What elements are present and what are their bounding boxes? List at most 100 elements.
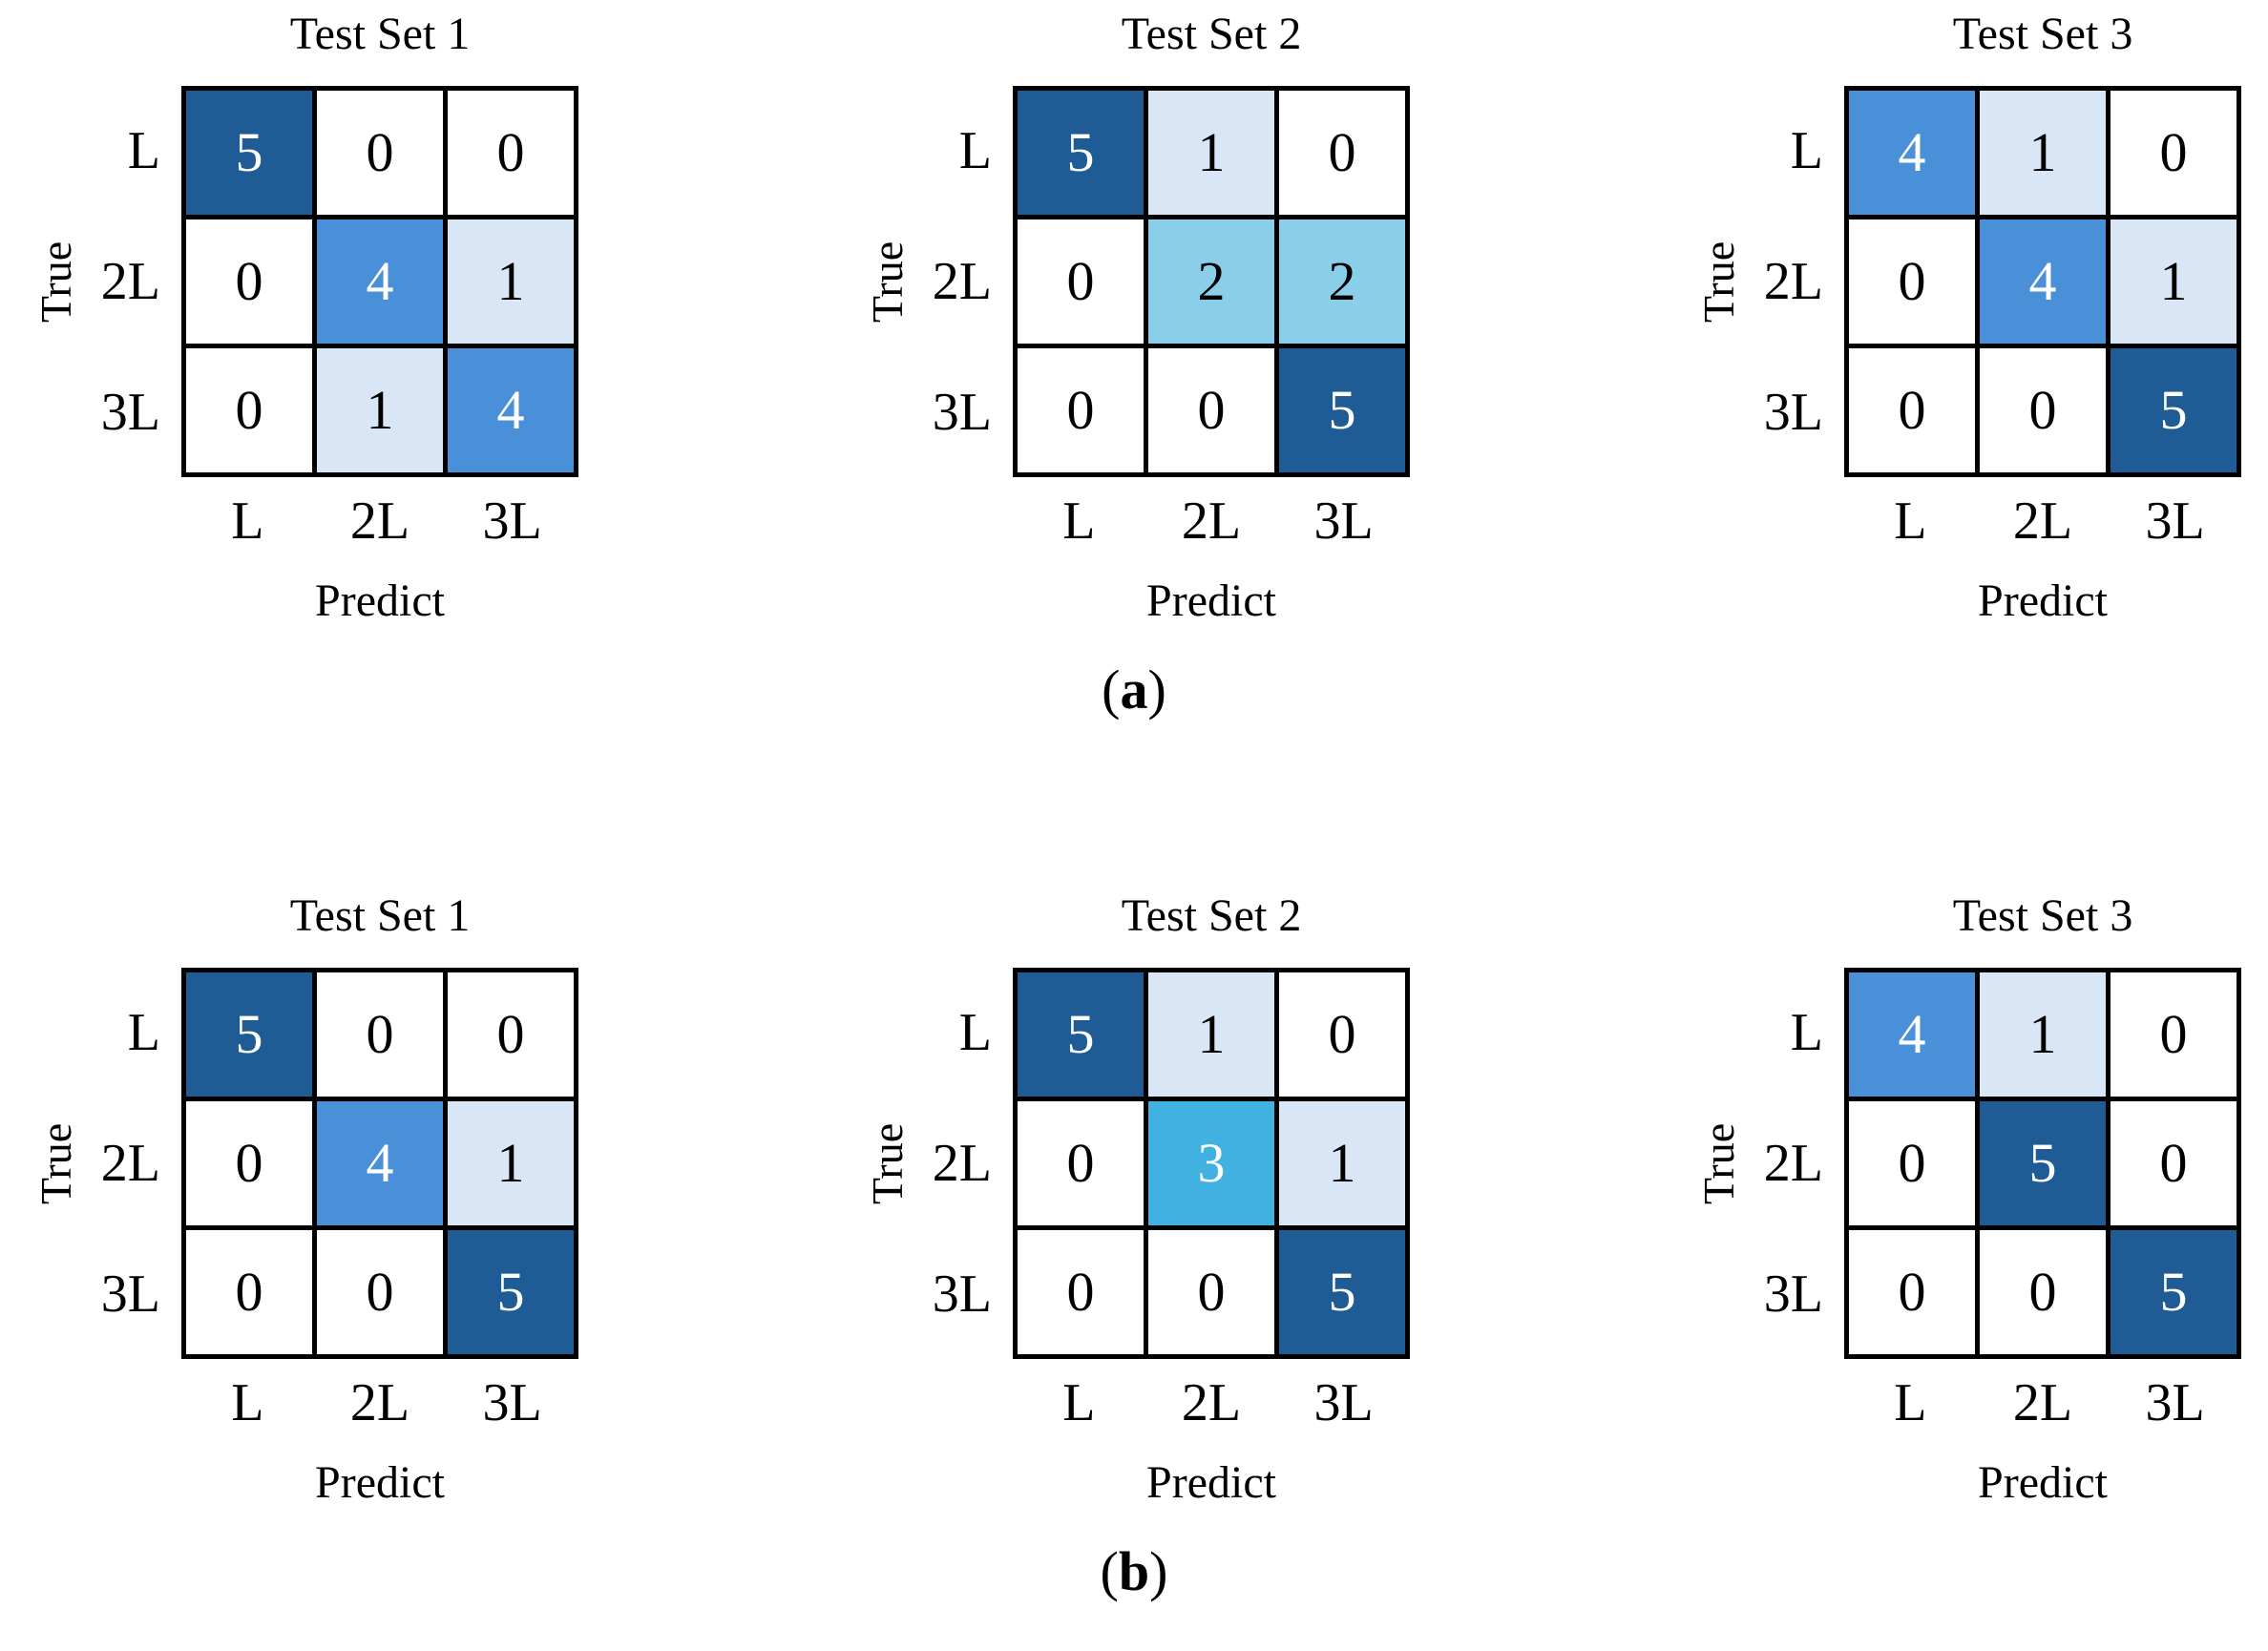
true-axis-label-wrap: True <box>1690 968 1749 1359</box>
cell-r0c1: 1 <box>1980 91 2106 215</box>
col-label-2L: 2L <box>1181 1373 1242 1432</box>
cell-r1c2: 1 <box>1279 1101 1405 1225</box>
col-labels: L 2L 3L <box>1013 491 1410 552</box>
cell-r1c0: 0 <box>1018 219 1144 344</box>
cell-r2c0: 0 <box>186 348 312 472</box>
col-label-L: L <box>231 1373 264 1432</box>
cell-r0c0: 4 <box>1849 972 1975 1097</box>
col-label-L: L <box>1894 491 1927 551</box>
cell-r0c2: 0 <box>2110 972 2236 1097</box>
cell-r2c0: 0 <box>1849 1230 1975 1354</box>
panel-a-caption: (a) <box>0 657 2268 723</box>
cell-r2c0: 0 <box>186 1230 312 1354</box>
matrix-title: Test Set 2 <box>1121 9 1302 59</box>
true-axis-label: True <box>863 240 913 323</box>
row-label-2L: 2L <box>1763 251 1823 311</box>
cell-r2c1: 0 <box>1980 1230 2106 1354</box>
caption-letter-a: a <box>1120 658 1148 721</box>
cell-r2c0: 0 <box>1849 348 1975 472</box>
col-label-L: L <box>1894 1373 1927 1432</box>
true-axis-label: True <box>1694 1122 1744 1204</box>
cell-r0c1: 0 <box>317 91 443 215</box>
cell-r0c1: 0 <box>317 972 443 1097</box>
cell-r1c2: 0 <box>2110 1101 2236 1225</box>
cell-r2c1: 0 <box>1980 348 2106 472</box>
cell-r2c2: 5 <box>448 1230 574 1354</box>
row-label-L: L <box>1790 1003 1823 1063</box>
cell-r1c0: 0 <box>1849 1101 1975 1225</box>
caption-close-paren: ) <box>1147 658 1166 721</box>
true-axis-label-wrap: True <box>1690 86 1749 477</box>
cell-r0c1: 1 <box>1148 972 1274 1097</box>
cell-r2c1: 1 <box>317 348 443 472</box>
row-label-L: L <box>1790 121 1823 181</box>
cell-r2c0: 0 <box>1018 348 1144 472</box>
cell-r0c0: 5 <box>1018 972 1144 1097</box>
row-label-3L: 3L <box>100 1264 160 1324</box>
predict-axis-label: Predict <box>1978 1457 2108 1508</box>
matrix-title: Test Set 3 <box>1952 9 2133 59</box>
col-label-L: L <box>231 491 264 551</box>
cell-r0c0: 5 <box>186 91 312 215</box>
true-axis-label-wrap: True <box>27 968 86 1359</box>
cell-r0c0: 5 <box>186 972 312 1097</box>
col-label-L: L <box>1062 491 1096 551</box>
cell-r1c1: 2 <box>1148 219 1274 344</box>
row-label-3L: 3L <box>1763 1264 1823 1324</box>
cell-r0c2: 0 <box>448 972 574 1097</box>
col-label-3L: 3L <box>1313 1373 1374 1432</box>
col-label-L: L <box>1062 1373 1096 1432</box>
true-axis-label-wrap: True <box>27 86 86 477</box>
cell-r1c0: 0 <box>1018 1101 1144 1225</box>
caption-open-paren: ( <box>1100 1540 1119 1602</box>
caption-close-paren: ) <box>1149 1540 1168 1602</box>
cell-r1c1: 4 <box>1980 219 2106 344</box>
cell-r0c0: 5 <box>1018 91 1144 215</box>
row-label-3L: 3L <box>932 382 992 442</box>
cell-r2c2: 4 <box>448 348 574 472</box>
cell-r1c0: 0 <box>186 1101 312 1225</box>
predict-axis-label: Predict <box>315 1457 445 1508</box>
true-axis-label: True <box>32 240 81 323</box>
cell-r0c2: 0 <box>1279 91 1405 215</box>
row-label-2L: 2L <box>932 251 992 311</box>
true-axis-label: True <box>863 1122 913 1204</box>
col-label-3L: 3L <box>482 491 542 551</box>
true-axis-label: True <box>1694 240 1744 323</box>
cell-r2c2: 5 <box>2110 1230 2236 1354</box>
row-label-3L: 3L <box>100 382 160 442</box>
col-label-3L: 3L <box>1313 491 1374 551</box>
cell-r0c2: 0 <box>448 91 574 215</box>
cell-r1c1: 5 <box>1980 1101 2106 1225</box>
matrix-title: Test Set 3 <box>1952 890 2133 941</box>
col-label-2L: 2L <box>1181 491 1242 551</box>
row-label-2L: 2L <box>100 251 160 311</box>
row-label-L: L <box>958 121 992 181</box>
row-label-3L: 3L <box>1763 382 1823 442</box>
row-label-2L: 2L <box>932 1133 992 1193</box>
cell-r0c1: 1 <box>1148 91 1274 215</box>
cell-r2c2: 5 <box>1279 348 1405 472</box>
matrix-title: Test Set 1 <box>289 9 471 59</box>
true-axis-label-wrap: True <box>858 968 917 1359</box>
col-label-2L: 2L <box>2012 1373 2073 1432</box>
cell-r1c2: 1 <box>2110 219 2236 344</box>
